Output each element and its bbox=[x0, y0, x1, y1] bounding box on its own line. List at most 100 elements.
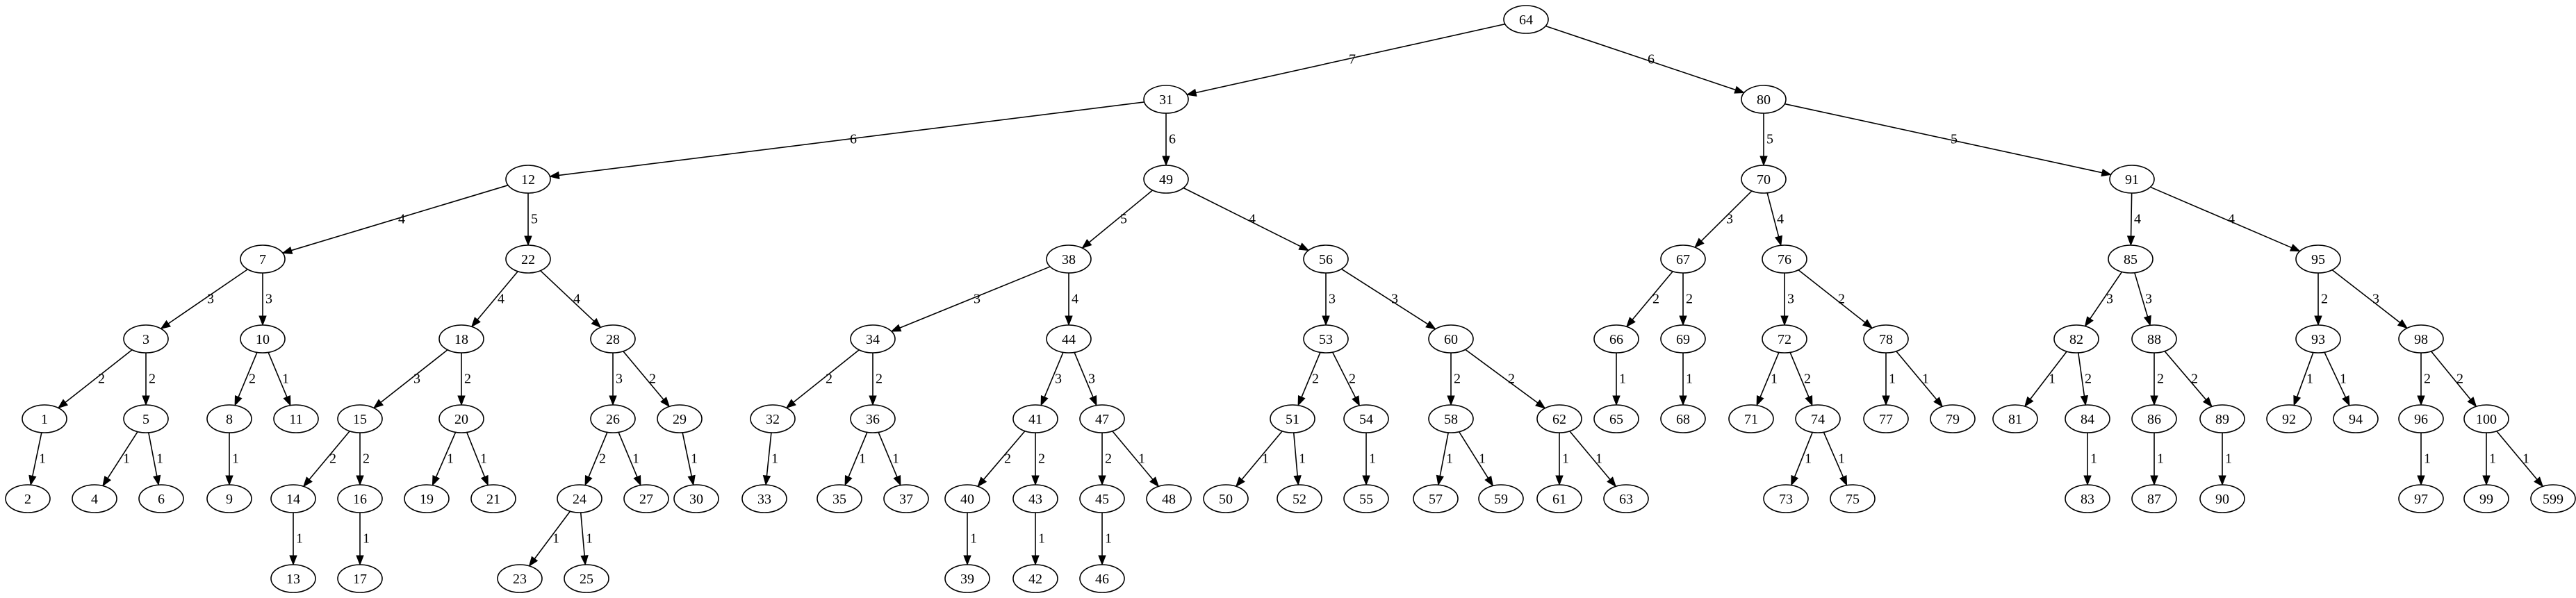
node-label: 73 bbox=[1779, 492, 1793, 507]
node-ellipse bbox=[5, 484, 51, 513]
node-ellipse bbox=[1536, 484, 1582, 513]
node-label: 20 bbox=[454, 412, 468, 427]
tree-node-75: 75 bbox=[1830, 484, 1876, 513]
node-label: 63 bbox=[1619, 492, 1633, 507]
arrowhead-icon bbox=[1149, 476, 1160, 488]
node-label: 56 bbox=[1319, 252, 1333, 267]
edge-32-33: 1 bbox=[762, 432, 778, 486]
node-label: 96 bbox=[2414, 412, 2428, 427]
edge-line bbox=[2296, 352, 2314, 397]
arrowhead-icon bbox=[660, 397, 671, 408]
tree-node-14: 14 bbox=[270, 484, 316, 513]
tree-node-28: 28 bbox=[590, 324, 636, 354]
edge-weight-label: 1 bbox=[1619, 372, 1626, 387]
edge-weight-label: 2 bbox=[1838, 292, 1845, 307]
edge-22-18: 4 bbox=[470, 271, 518, 328]
node-ellipse bbox=[1536, 404, 1582, 433]
tree-node-98: 98 bbox=[2398, 324, 2444, 354]
node-label: 80 bbox=[1757, 92, 1771, 108]
node-label: 93 bbox=[2311, 332, 2325, 347]
node-label: 1 bbox=[41, 412, 48, 427]
tree-node-85: 85 bbox=[2108, 244, 2153, 274]
tree-node-68: 68 bbox=[1660, 404, 1706, 433]
edge-weight-label: 1 bbox=[632, 451, 639, 467]
arrowhead-icon bbox=[584, 474, 593, 486]
node-label: 21 bbox=[486, 492, 500, 507]
arrowhead-icon bbox=[1081, 239, 1092, 249]
edge-line bbox=[435, 431, 457, 478]
tree-node-60: 60 bbox=[1428, 324, 1474, 354]
node-label: 38 bbox=[1062, 252, 1076, 267]
node-label: 79 bbox=[1946, 412, 1960, 427]
node-label: 55 bbox=[1359, 492, 1373, 507]
edge-3-1: 2 bbox=[57, 349, 133, 409]
edge-24-25: 1 bbox=[580, 512, 593, 566]
node-label: 82 bbox=[2069, 332, 2083, 347]
edge-weight-label: 1 bbox=[363, 531, 370, 547]
node-label: 23 bbox=[513, 572, 527, 587]
node-ellipse bbox=[1343, 404, 1389, 433]
edge-36-37: 1 bbox=[878, 432, 901, 486]
edge-weight-label: 2 bbox=[1038, 451, 1045, 467]
tree-node-62: 62 bbox=[1536, 404, 1582, 433]
node-ellipse bbox=[883, 484, 929, 513]
arrowhead-icon bbox=[591, 317, 602, 329]
edge-weight-label: 2 bbox=[1004, 451, 1011, 467]
arrowhead-icon bbox=[289, 555, 297, 566]
tree-node-16: 16 bbox=[337, 484, 383, 513]
node-label: 87 bbox=[2147, 492, 2161, 507]
edge-64-31: 7 bbox=[1186, 23, 1506, 97]
edge-weight-label: 1 bbox=[2489, 451, 2496, 467]
node-label: 52 bbox=[1293, 492, 1306, 507]
edge-45-46: 1 bbox=[1098, 513, 1112, 566]
node-ellipse bbox=[564, 564, 609, 593]
arrowhead-icon bbox=[1839, 475, 1848, 486]
edge-line bbox=[148, 432, 158, 476]
node-label: 97 bbox=[2414, 492, 2428, 507]
tree-node-79: 79 bbox=[1930, 404, 1976, 433]
edge-weight-label: 4 bbox=[1249, 212, 1256, 227]
edge-weight-label: 2 bbox=[649, 372, 656, 387]
edge-70-67: 3 bbox=[1694, 190, 1753, 249]
arrowhead-icon bbox=[57, 399, 69, 409]
node-label: 51 bbox=[1286, 412, 1299, 427]
edge-43-42: 1 bbox=[1031, 513, 1045, 566]
edge-line bbox=[682, 432, 692, 476]
tree-node-87: 87 bbox=[2131, 484, 2177, 513]
edge-line bbox=[793, 349, 860, 403]
arrowhead-icon bbox=[1555, 475, 1564, 486]
tree-node-33: 33 bbox=[741, 484, 787, 513]
tree-node-42: 42 bbox=[1012, 564, 1058, 593]
tree-node-77: 77 bbox=[1863, 404, 1909, 433]
edge-98-96: 2 bbox=[2417, 353, 2431, 406]
arrowhead-icon bbox=[2150, 395, 2158, 406]
arrowhead-icon bbox=[1235, 476, 1245, 488]
edge-weight-label: 1 bbox=[2522, 451, 2529, 467]
edge-70-76: 4 bbox=[1766, 192, 1784, 247]
tree-node-38: 38 bbox=[1046, 244, 1092, 274]
tree-node-78: 78 bbox=[1863, 324, 1909, 354]
arrowhead-icon bbox=[1447, 395, 1455, 406]
edge-80-91: 5 bbox=[1785, 103, 2113, 177]
node-ellipse bbox=[497, 564, 543, 593]
node-ellipse bbox=[1660, 244, 1706, 274]
edge-12-7: 4 bbox=[281, 184, 509, 254]
edge-72-74: 2 bbox=[1789, 352, 1813, 406]
edge-10-11: 1 bbox=[268, 352, 291, 406]
edge-14-13: 1 bbox=[289, 513, 303, 566]
edge-67-69: 2 bbox=[1679, 273, 1693, 326]
edge-10-8: 2 bbox=[234, 352, 258, 406]
node-ellipse bbox=[2530, 484, 2576, 513]
node-ellipse bbox=[1863, 324, 1909, 354]
edge-line bbox=[1458, 431, 1489, 479]
tree-node-23: 23 bbox=[497, 564, 543, 593]
edge-line bbox=[238, 352, 258, 397]
node-ellipse bbox=[138, 484, 184, 513]
tree-node-43: 43 bbox=[1012, 484, 1058, 513]
arrowhead-icon bbox=[102, 475, 112, 487]
node-label: 12 bbox=[521, 172, 535, 188]
edge-weight-label: 4 bbox=[1072, 292, 1078, 307]
node-label: 98 bbox=[2414, 332, 2428, 347]
node-label: 26 bbox=[606, 412, 620, 427]
tree-node-84: 84 bbox=[2065, 404, 2110, 433]
